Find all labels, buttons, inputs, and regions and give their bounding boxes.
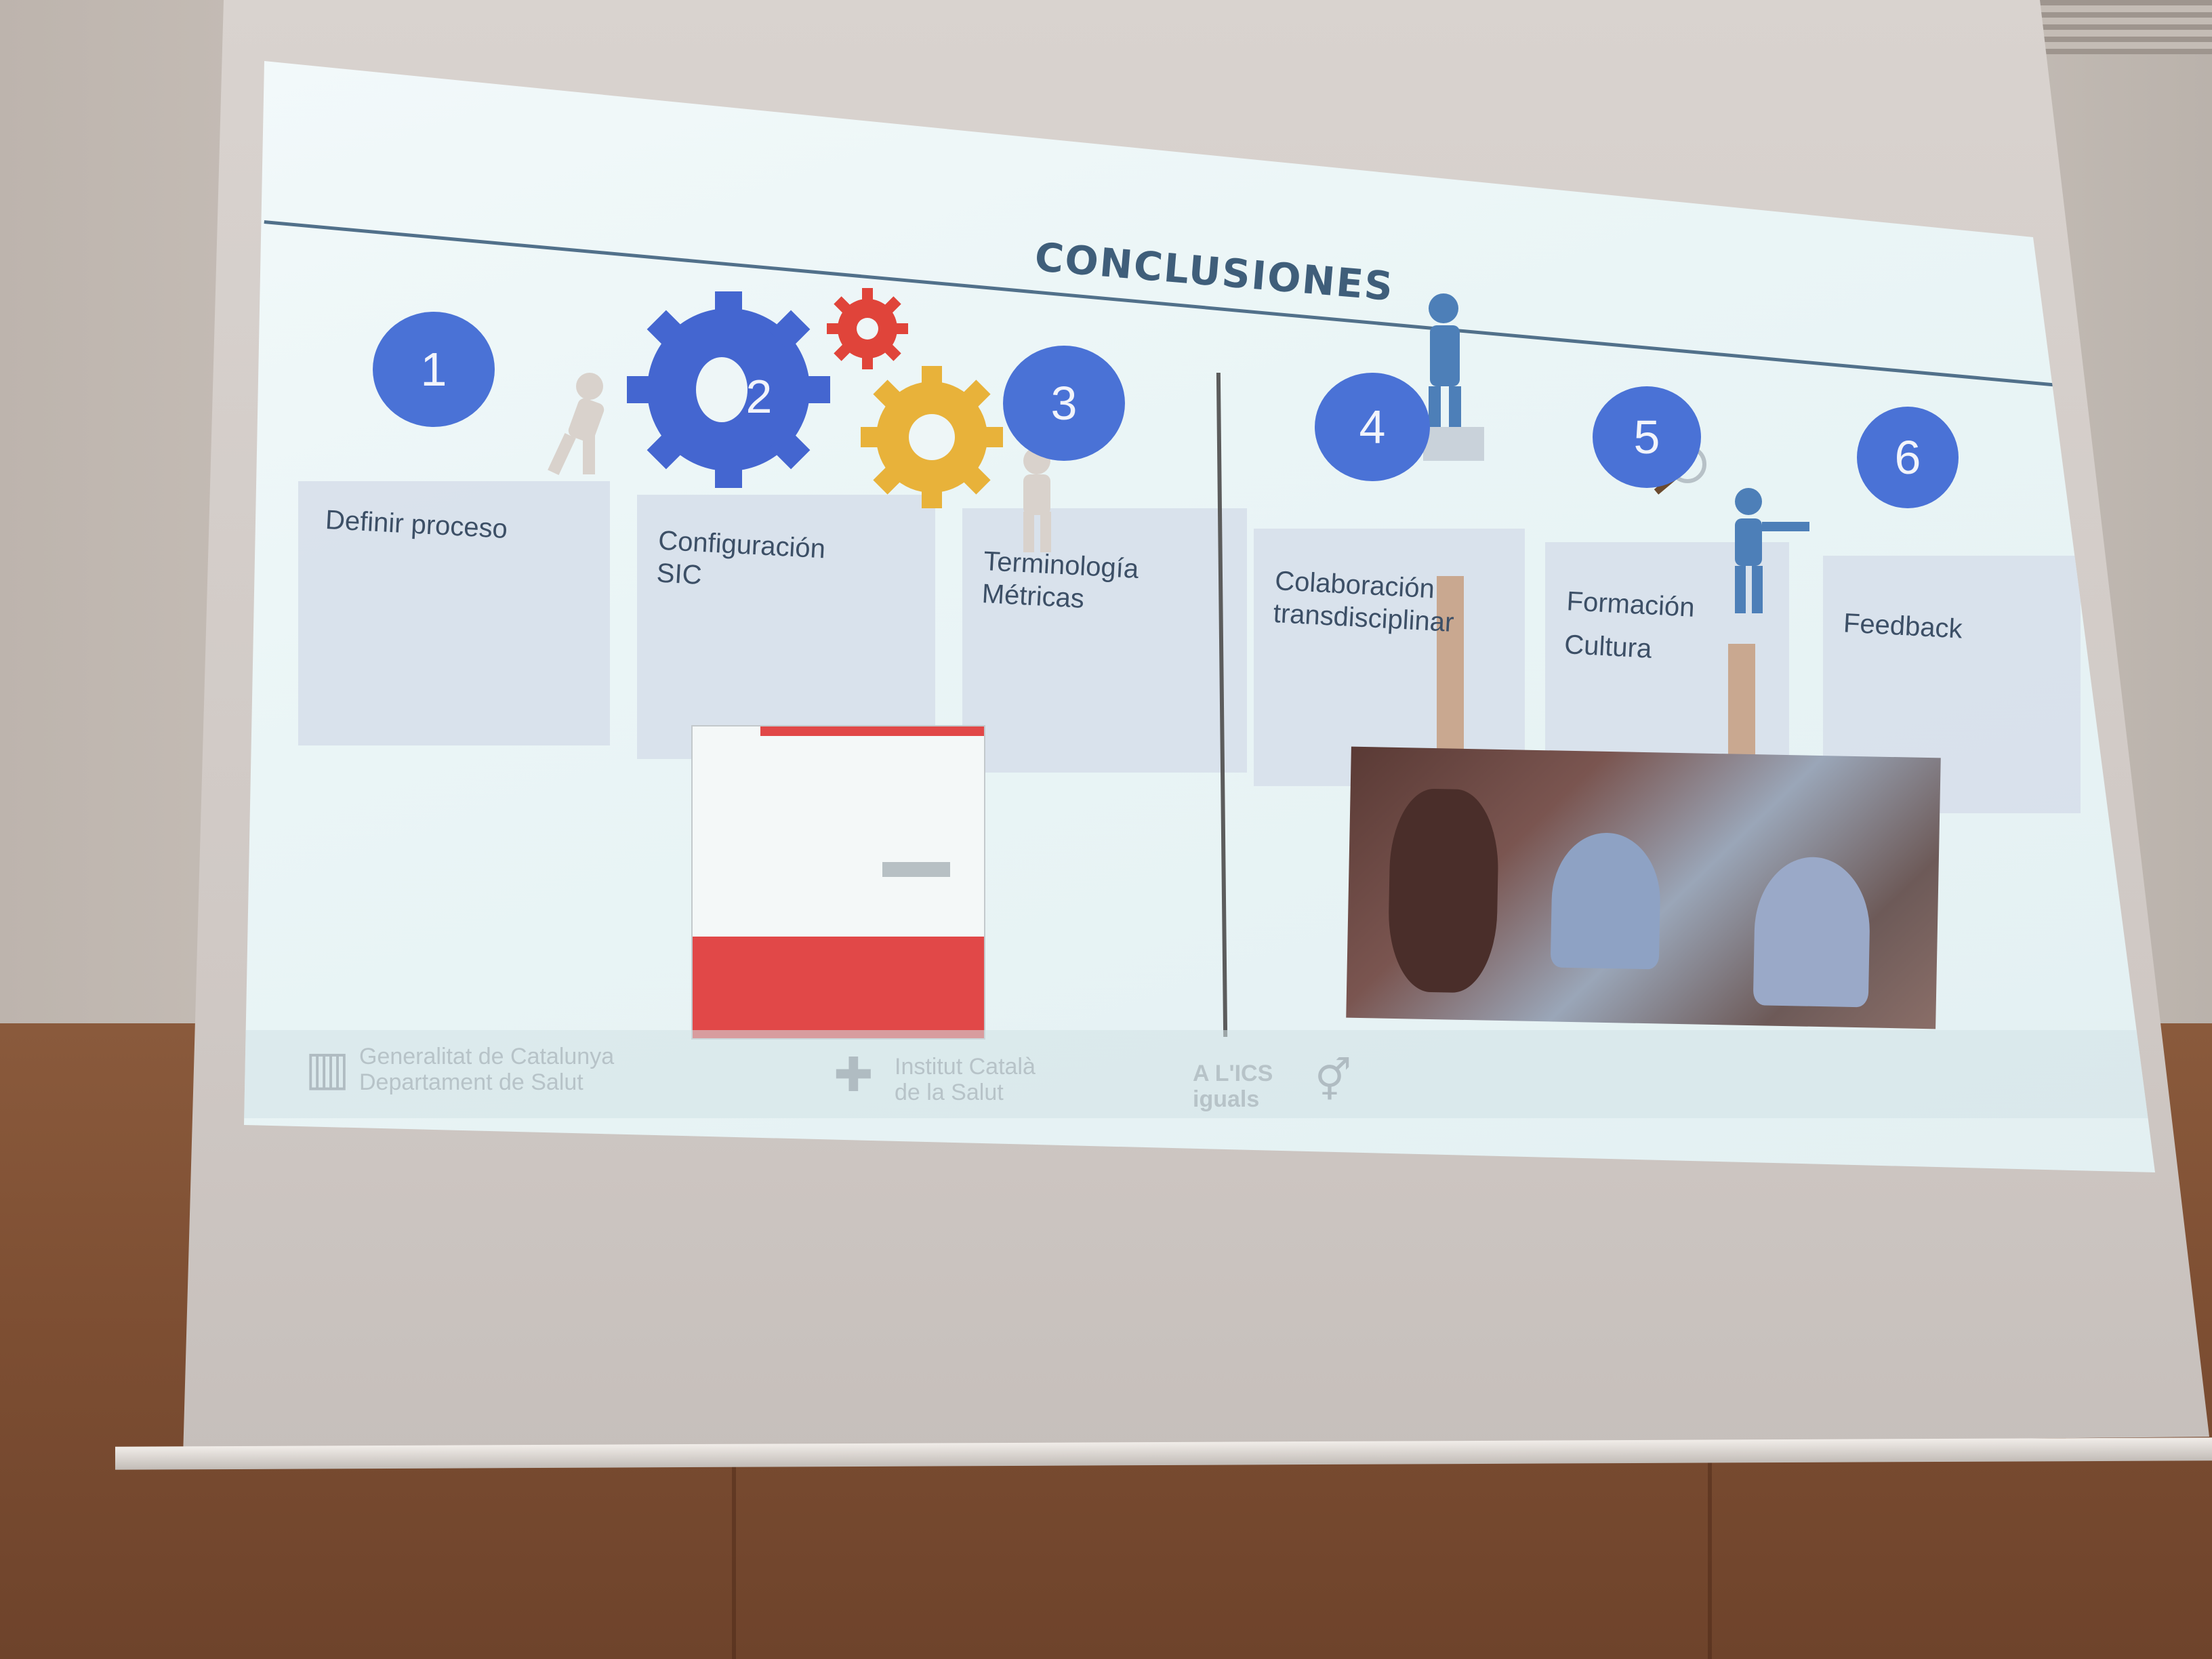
pillar: [1437, 576, 1464, 773]
step-label-5: Formación Cultura: [1563, 586, 1696, 664]
step-box-3: [962, 508, 1247, 773]
person-figure-icon: [1735, 488, 1809, 613]
step-circle-6: 6: [1857, 407, 1959, 508]
person-figure-icon: [1423, 293, 1484, 461]
projected-slide: CONCLUSIONES: [244, 61, 2155, 1172]
step-box-2: [637, 495, 935, 759]
footer-logo-iguals: A L'ICS iguals: [1193, 1061, 1273, 1112]
step-label-3: Terminología Métricas: [981, 546, 1140, 614]
step-circle-1: 1: [373, 312, 495, 427]
ceiling-vent: [2026, 0, 2212, 54]
step-circle-4: 4: [1315, 373, 1430, 481]
team-meeting-photo: [1346, 746, 1941, 1029]
slide-footer: [244, 1030, 2155, 1118]
step-label-4: Colaboración transdisciplinar: [1272, 566, 1455, 638]
footer-logo-generalitat: Generalitat de Catalunya Departament de …: [359, 1044, 615, 1095]
generalitat-logo-icon: ▥: [305, 1042, 350, 1094]
step-box-1: [298, 481, 610, 745]
document-cover-image: [691, 725, 985, 1040]
gender-symbol-icon: ⚥: [1315, 1058, 1352, 1103]
ics-cross-icon: ✚: [834, 1048, 874, 1101]
footer-logo-ics: Institut Català de la Salut: [895, 1054, 1036, 1105]
person-figure-icon: [548, 373, 605, 475]
gear-icon: [861, 366, 1003, 508]
step-circle-5: 5: [1593, 386, 1701, 488]
gear-icon: [627, 291, 830, 488]
step-box-4: [1254, 529, 1525, 786]
step-label-6: Feedback: [1842, 608, 1963, 644]
step-circle-2: 2: [745, 370, 773, 423]
gear-icon: [827, 288, 908, 369]
step-circle-3: 3: [1003, 346, 1125, 461]
step-label-2: Configuración SIC: [655, 525, 827, 590]
